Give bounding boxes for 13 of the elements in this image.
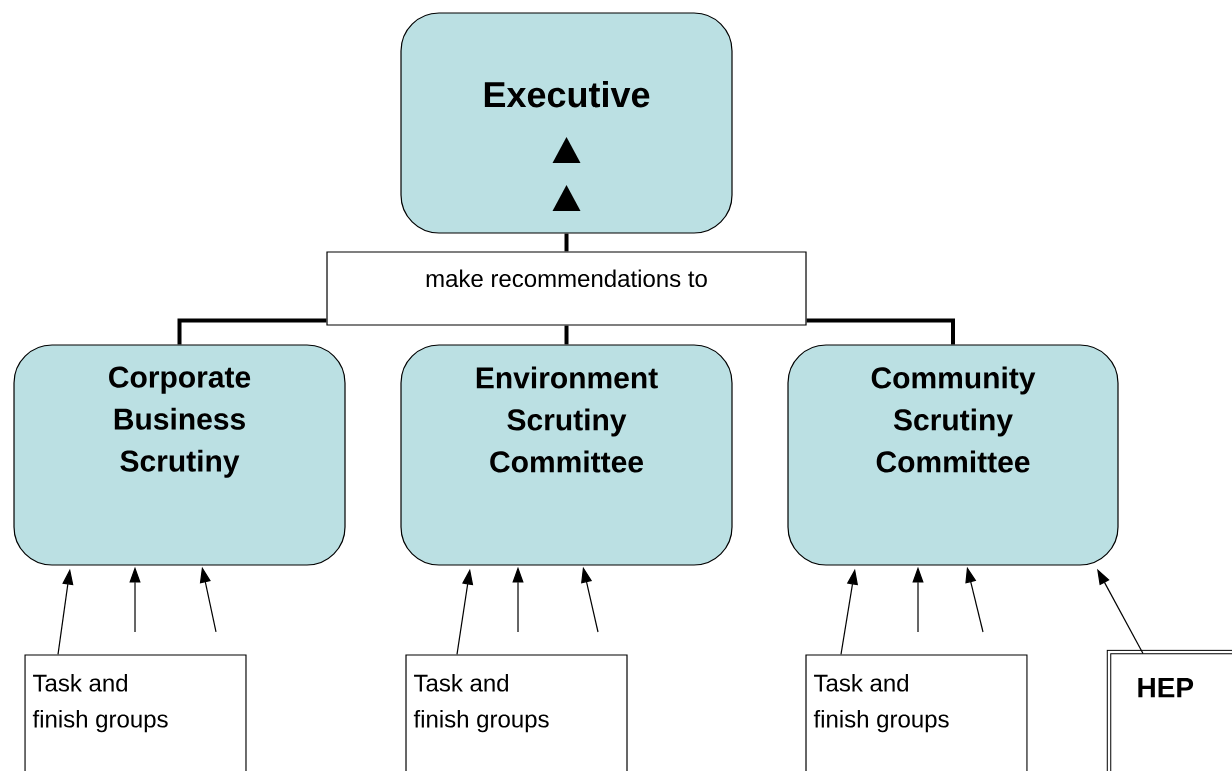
group-box: Task and finish groups <box>805 654 1028 771</box>
group-box: Task and finish groups <box>24 654 247 771</box>
executive-box: Executive <box>400 12 733 234</box>
committee-box: Environment Scrutiny Committee <box>400 344 733 566</box>
group-box: Task and finish groups <box>405 654 628 771</box>
connector-line <box>177 318 327 345</box>
committee-box: Community Scrutiny Committee <box>787 344 1119 566</box>
connector-line <box>564 325 569 345</box>
connector-line <box>806 318 955 345</box>
committee-box: Corporate Business Scrutiny <box>13 344 346 566</box>
connector-line <box>564 233 569 252</box>
recommendation-box: make recommendations to <box>326 251 807 326</box>
hep-box: HEP <box>1106 649 1232 771</box>
